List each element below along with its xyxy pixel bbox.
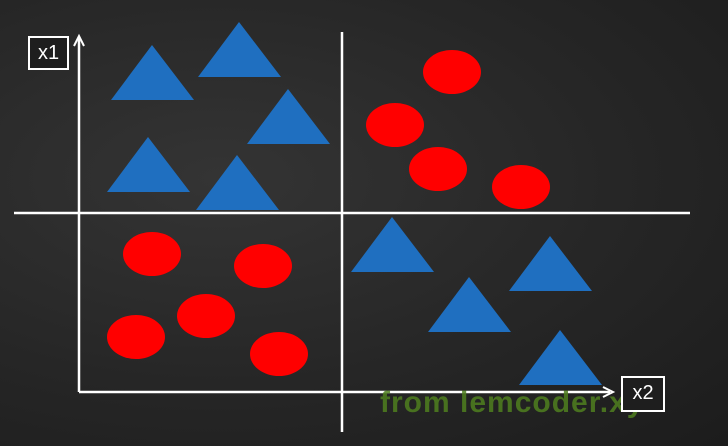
triangle-marker	[509, 236, 592, 291]
triangle-marker	[107, 137, 190, 192]
circle-marker	[234, 244, 292, 288]
circle-marker	[492, 165, 550, 209]
x-axis-arrowhead	[602, 386, 616, 398]
circle-marker	[250, 332, 308, 376]
triangle-marker	[196, 155, 279, 210]
circle-marker	[366, 103, 424, 147]
circle-marker	[123, 232, 181, 276]
y-axis-arrowhead	[73, 33, 85, 47]
circle-marker	[423, 50, 481, 94]
x2-axis-label: x2	[621, 376, 665, 412]
x1-axis-label: x1	[28, 36, 69, 70]
circle-marker	[177, 294, 235, 338]
triangle-marker	[519, 330, 602, 385]
triangle-marker	[428, 277, 511, 332]
circle-marker	[409, 147, 467, 191]
triangle-marker	[247, 89, 330, 144]
watermark-text: from lemcoder.xyz	[380, 386, 661, 419]
triangle-marker	[351, 217, 434, 272]
circle-marker	[107, 315, 165, 359]
triangle-marker	[111, 45, 194, 100]
triangle-marker	[198, 22, 281, 77]
